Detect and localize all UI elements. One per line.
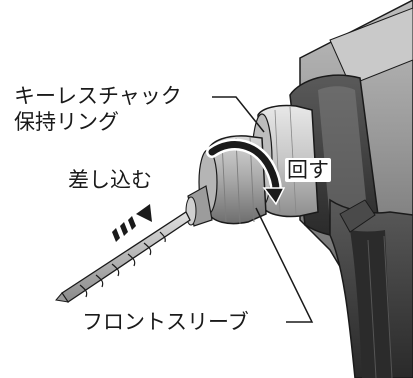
drill-bit	[55, 211, 191, 303]
leader-line-chuck-ring	[212, 96, 265, 133]
label-keyless-chuck-line1: キーレスチャック	[14, 84, 182, 108]
drill-handle	[329, 198, 413, 378]
insert-arrow-icon	[112, 204, 152, 242]
label-rotate: 回す	[285, 158, 331, 182]
curved-arrow-icon	[206, 138, 286, 206]
label-keyless-chuck-line2: 保持リング	[14, 110, 119, 134]
leader-lines	[212, 96, 314, 323]
label-front-sleeve: フロントスリーブ	[82, 310, 249, 334]
leader-line-front-sleeve	[255, 207, 314, 323]
label-insert: 差し込む	[68, 168, 152, 192]
